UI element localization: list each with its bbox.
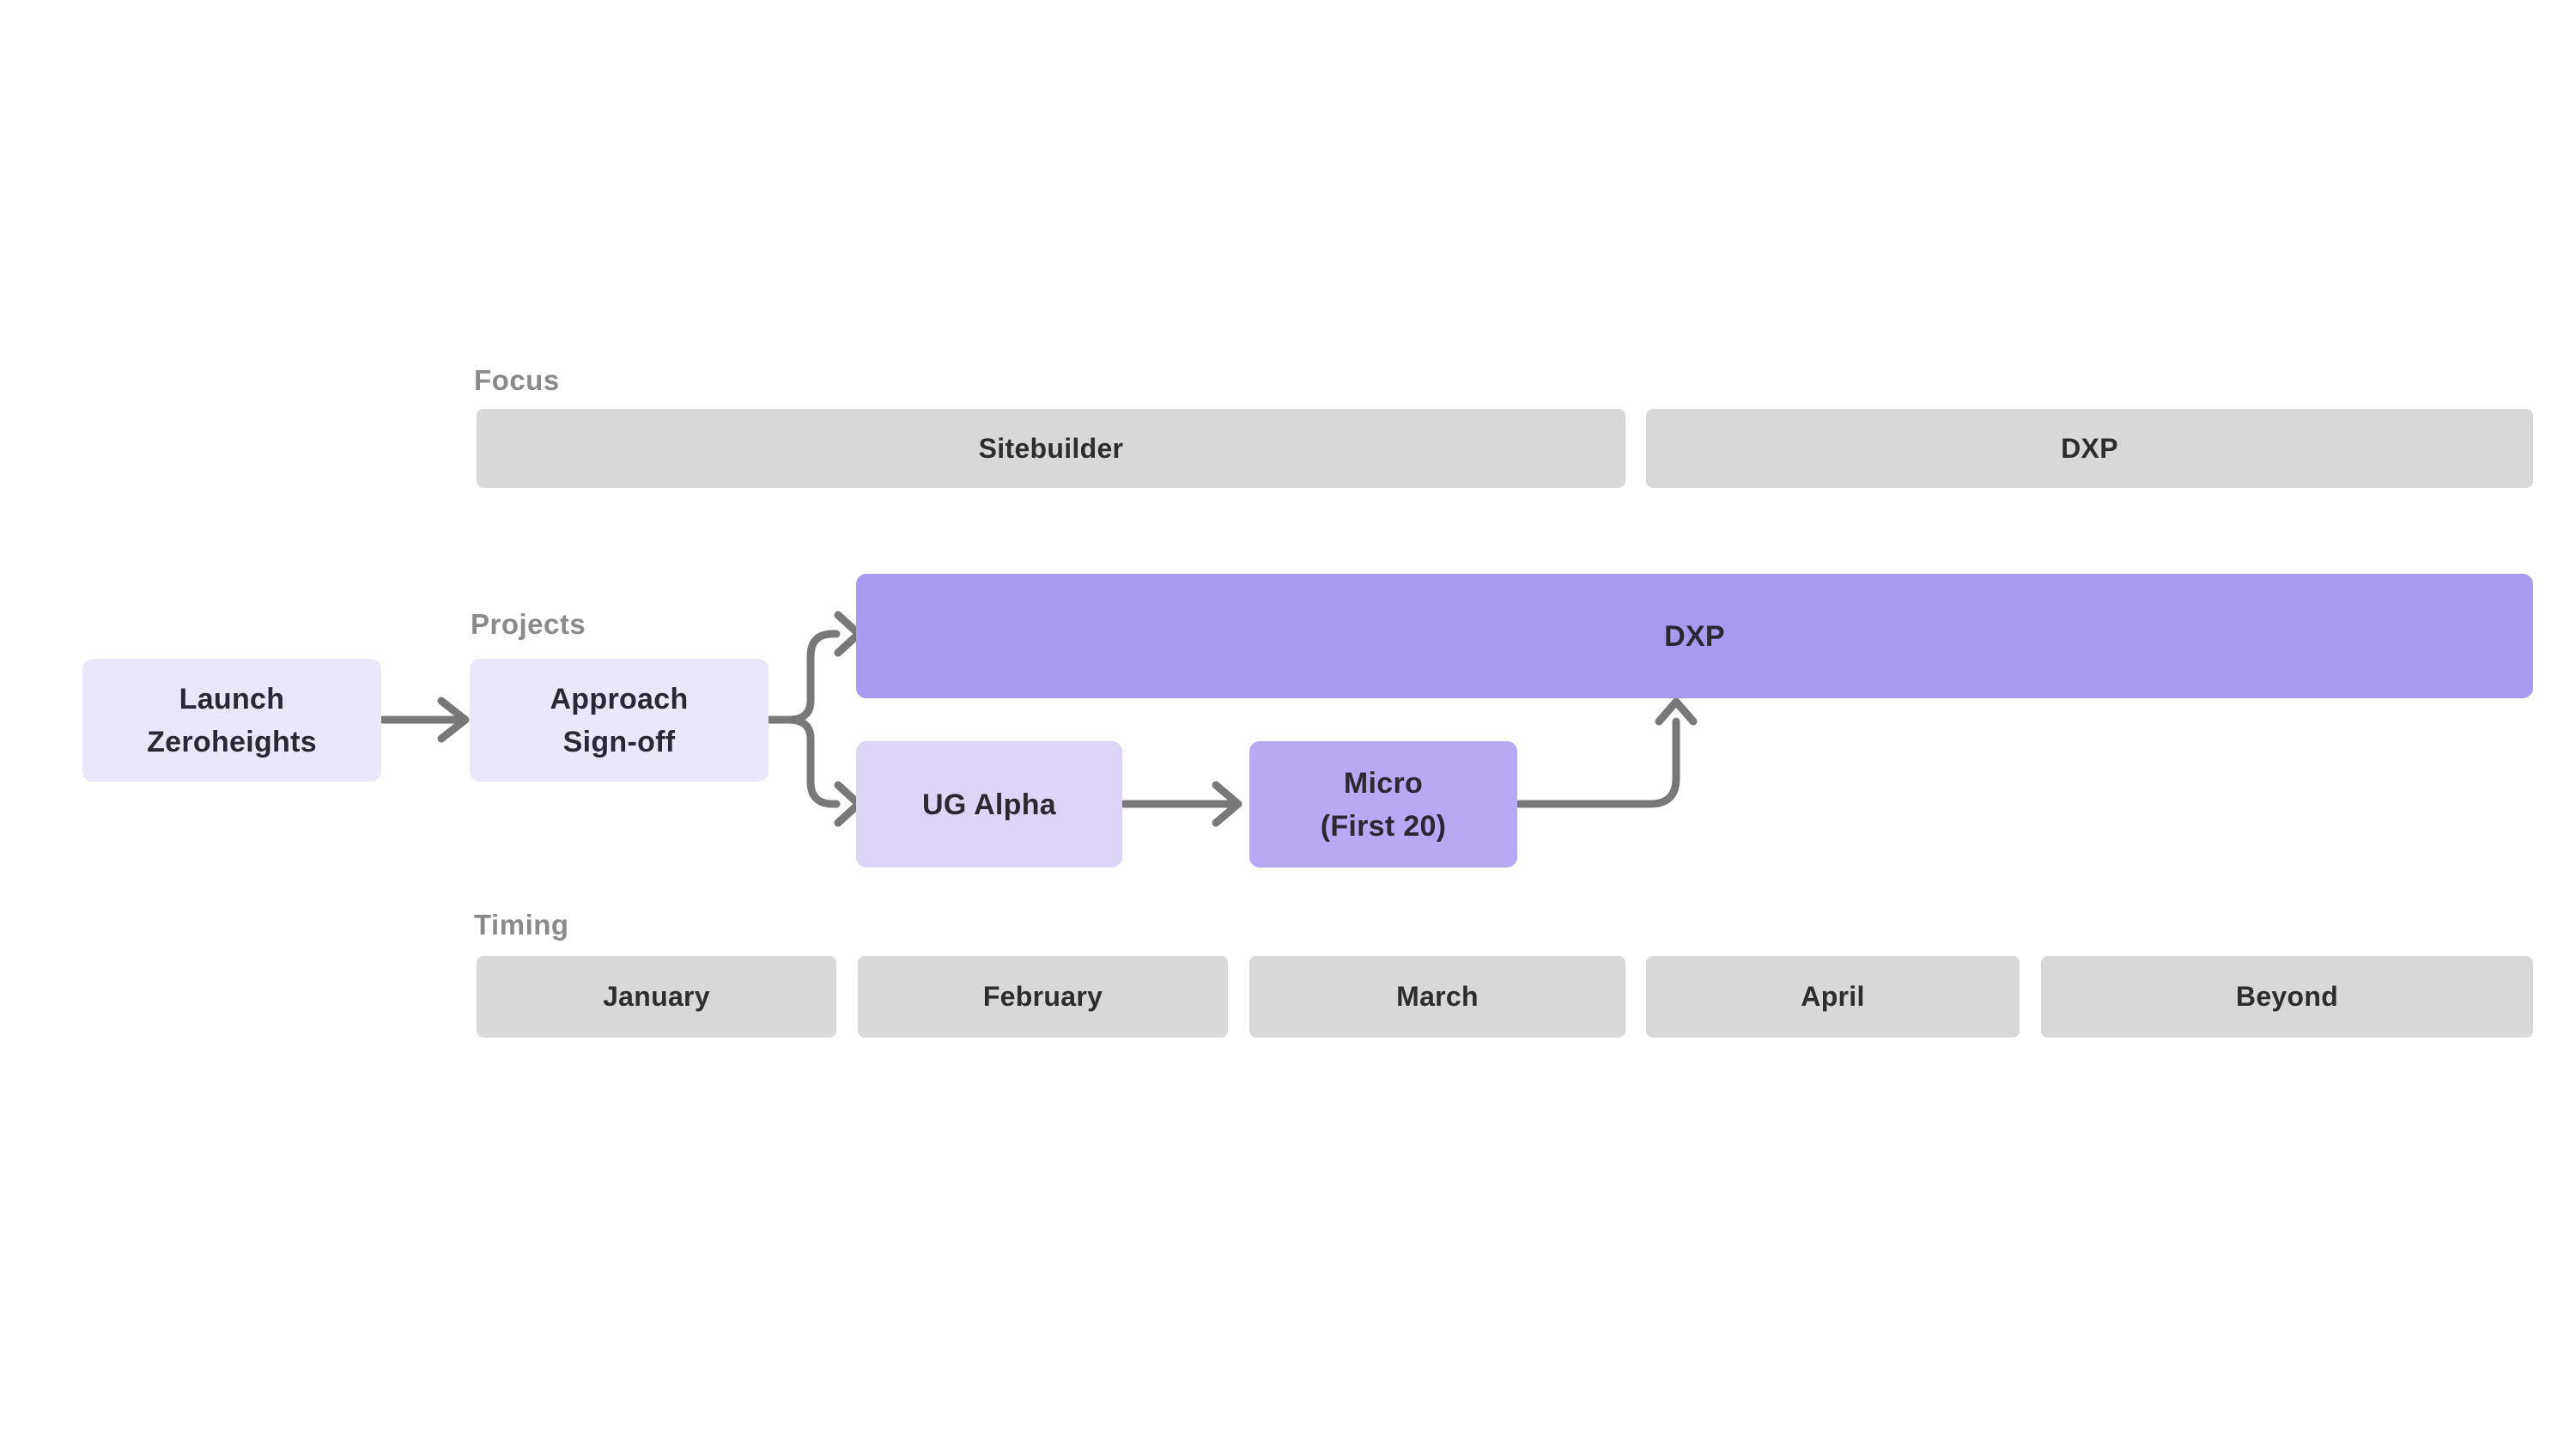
timing-bar-january-label: January	[603, 981, 710, 1012]
arrow-approach-to-dxp	[765, 630, 841, 724]
launch-line-1: Launch	[179, 682, 285, 715]
arrowhead-micro-to-dxp	[1655, 697, 1698, 726]
focus-bar-sitebuilder-label: Sitebuilder	[978, 432, 1124, 464]
approach-line-2: Sign-off	[562, 725, 676, 758]
project-node-launch-zeroheights: Launch Zeroheights	[82, 659, 381, 782]
timing-bar-april: April	[1646, 956, 2020, 1038]
launch-line-2: Zeroheights	[147, 725, 317, 758]
timing-bar-january: January	[477, 956, 836, 1038]
approach-line-1: Approach	[550, 682, 689, 715]
timing-bar-april-label: April	[1801, 981, 1865, 1012]
timing-bar-beyond-label: Beyond	[2235, 981, 2339, 1012]
project-node-ug-alpha: UG Alpha	[856, 741, 1122, 868]
micro-line-2: (First 20)	[1320, 809, 1447, 843]
timing-bar-february-label: February	[982, 981, 1103, 1012]
project-node-dxp: DXP	[856, 574, 2533, 698]
arrowhead-launch-to-approach	[437, 697, 470, 743]
arrowhead-ug-alpha-to-micro	[1212, 781, 1242, 827]
projects-section-label: Projects	[471, 608, 586, 640]
timing-section-label: Timing	[474, 909, 569, 941]
timing-bar-march-label: March	[1396, 981, 1479, 1012]
ug-alpha-label: UG Alpha	[921, 788, 1057, 821]
focus-section-label: Focus	[474, 364, 560, 396]
arrow-approach-to-ug-alpha	[765, 715, 841, 808]
timing-bar-february: February	[858, 956, 1228, 1038]
focus-bar-dxp-label: DXP	[2061, 432, 2118, 464]
focus-bar-sitebuilder: Sitebuilder	[477, 409, 1625, 488]
project-node-approach-sign-off: Approach Sign-off	[470, 659, 769, 782]
project-node-micro-first-20: Micro (First 20)	[1249, 741, 1517, 868]
micro-line-1: Micro	[1343, 766, 1424, 800]
focus-bar-dxp: DXP	[1646, 409, 2533, 488]
project-node-dxp-label: DXP	[1664, 619, 1725, 653]
arrow-micro-to-dxp	[1515, 717, 1680, 808]
timing-bar-beyond: Beyond	[2041, 956, 2533, 1038]
timing-bar-march: March	[1249, 956, 1625, 1038]
